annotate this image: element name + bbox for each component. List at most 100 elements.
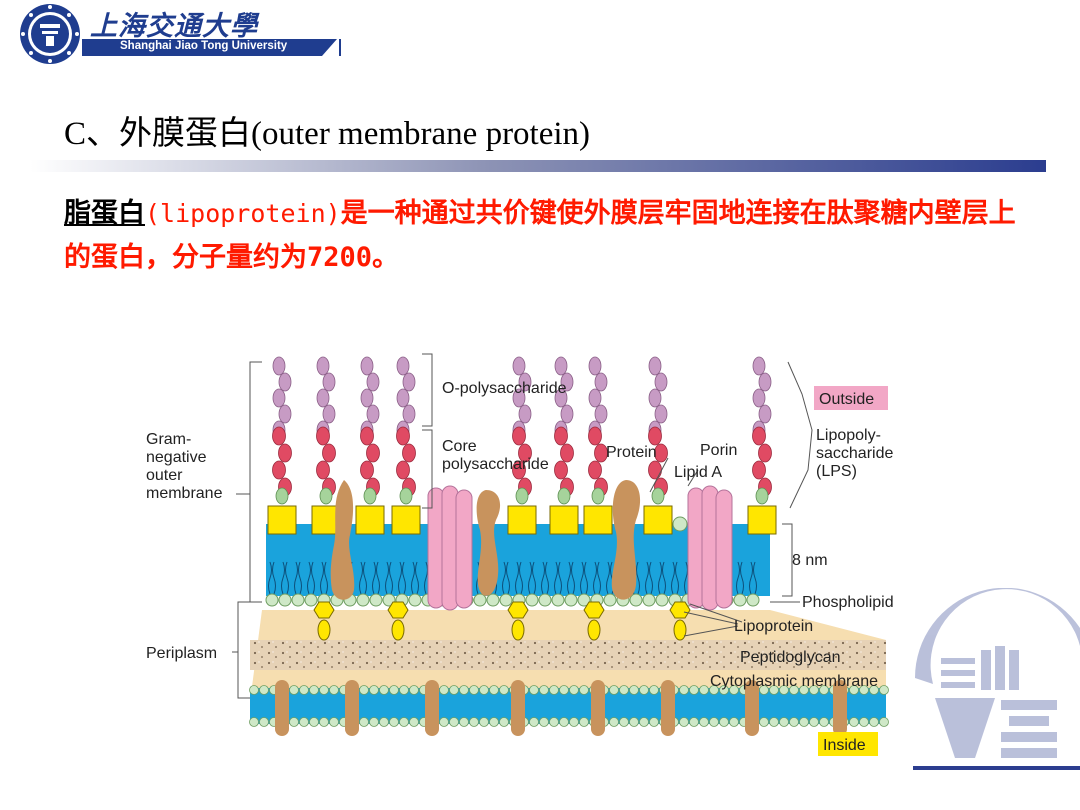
cm-head (619, 685, 629, 695)
cm-head (579, 717, 589, 727)
o-polysaccharide-bead (554, 388, 568, 408)
cm-head (709, 685, 719, 695)
lipoprotein-head (507, 601, 529, 619)
phospholipid-head (655, 593, 669, 607)
phospholipid-tail (645, 561, 653, 595)
label-line: polysaccharide (442, 456, 549, 473)
phospholipid-head (486, 593, 500, 607)
cm-head (759, 685, 769, 695)
core-bead (272, 426, 286, 446)
core-bead (588, 460, 602, 480)
cm-head (459, 685, 469, 695)
definition-text: 是一种通过共价键使外膜层牢固地连接在肽聚糖内壁层上的蛋白，分子量约为7200。 (64, 198, 1016, 273)
outside-tag-bg (814, 386, 888, 410)
outside-label: Outside (819, 391, 874, 408)
phospholipid-tail (567, 561, 575, 595)
cm-head (499, 685, 509, 695)
cm-head (409, 717, 419, 727)
o-polysaccharide-bead (272, 356, 286, 376)
core-bead (396, 426, 410, 446)
o-polysaccharide-bead (594, 372, 608, 392)
cm-head (359, 685, 369, 695)
inner-core-bead (399, 487, 413, 505)
o-polysaccharide-bead (648, 388, 662, 408)
cm-head (679, 685, 689, 695)
cm-head (629, 685, 639, 695)
cm-head (539, 717, 549, 727)
cm-head (399, 685, 409, 695)
phospholipid-tail (541, 561, 549, 595)
cm-head (319, 685, 329, 695)
phospholipid-head (629, 593, 643, 607)
cm-head (719, 685, 729, 695)
lps-chain (752, 356, 772, 505)
cm-head (619, 717, 629, 727)
protein-shape (611, 480, 641, 600)
phospholipid-head (564, 593, 578, 607)
core-bead (360, 426, 374, 446)
cm-head (789, 717, 799, 727)
cm-head (449, 685, 459, 695)
cm-head (249, 717, 259, 727)
core-bead (518, 443, 532, 463)
lipid-a-block (549, 505, 579, 535)
lipoprotein (313, 601, 335, 641)
label-line: membrane (146, 485, 223, 502)
lipoprotein-anchor (587, 619, 601, 641)
cm-head (249, 685, 259, 695)
university-seal-icon (20, 4, 80, 64)
phospholipid-head (499, 593, 513, 607)
lipoprotein-anchor (673, 619, 687, 641)
o-polysaccharide-bead (648, 356, 662, 376)
lipid-a-block (355, 505, 385, 535)
phospholipid-head (356, 593, 370, 607)
o-polysaccharide-bead (322, 372, 336, 392)
cm-head (569, 685, 579, 695)
phospholipid-head (733, 593, 747, 607)
o-polysaccharide-bead (360, 356, 374, 376)
o-polysaccharide-bead (758, 404, 772, 424)
cm-head (799, 685, 809, 695)
phospholipid-tail (593, 561, 601, 595)
cm-head (649, 717, 659, 727)
lipid-a-block (391, 505, 421, 535)
phospholipid-head (473, 593, 487, 607)
lipoprotein-definition: 脂蛋白(lipoprotein)是一种通过共价键使外膜层牢固地连接在肽聚糖内壁层… (64, 192, 1024, 280)
lipoprotein (669, 601, 691, 641)
lipoprotein (507, 601, 529, 641)
cm-head (329, 685, 339, 695)
core-bead (752, 426, 766, 446)
cytoplasmic-membrane-proteins (275, 680, 847, 736)
o-polysaccharide-bead (366, 372, 380, 392)
inner-core-bead (363, 487, 377, 505)
label-line: Gram- (146, 431, 191, 448)
cm-protein (661, 680, 675, 736)
core-bead (366, 443, 380, 463)
cm-head (869, 685, 879, 695)
cm-protein (591, 680, 605, 736)
core-bead (752, 460, 766, 480)
cm-head (779, 685, 789, 695)
cm-head (529, 717, 539, 727)
cm-head (719, 717, 729, 727)
lipoprotein-anchor (511, 619, 525, 641)
cm-head (409, 685, 419, 695)
o-polysaccharide-bead (588, 356, 602, 376)
phospholipid-tail (307, 561, 315, 595)
cm-head (379, 685, 389, 695)
cm-head (879, 717, 889, 727)
o-polysaccharide-bead (396, 388, 410, 408)
label-line: saccharide (816, 445, 893, 462)
core-bead (594, 443, 608, 463)
cm-head (479, 717, 489, 727)
o-polysaccharide-bead (512, 356, 526, 376)
phospholipid-tail (658, 561, 666, 595)
cm-head (369, 717, 379, 727)
peptidoglycan-label: Peptidoglycan (740, 649, 841, 666)
core-bead (512, 426, 526, 446)
o-polysaccharide-bead (512, 388, 526, 408)
cm-head (779, 717, 789, 727)
cm-head (809, 685, 819, 695)
